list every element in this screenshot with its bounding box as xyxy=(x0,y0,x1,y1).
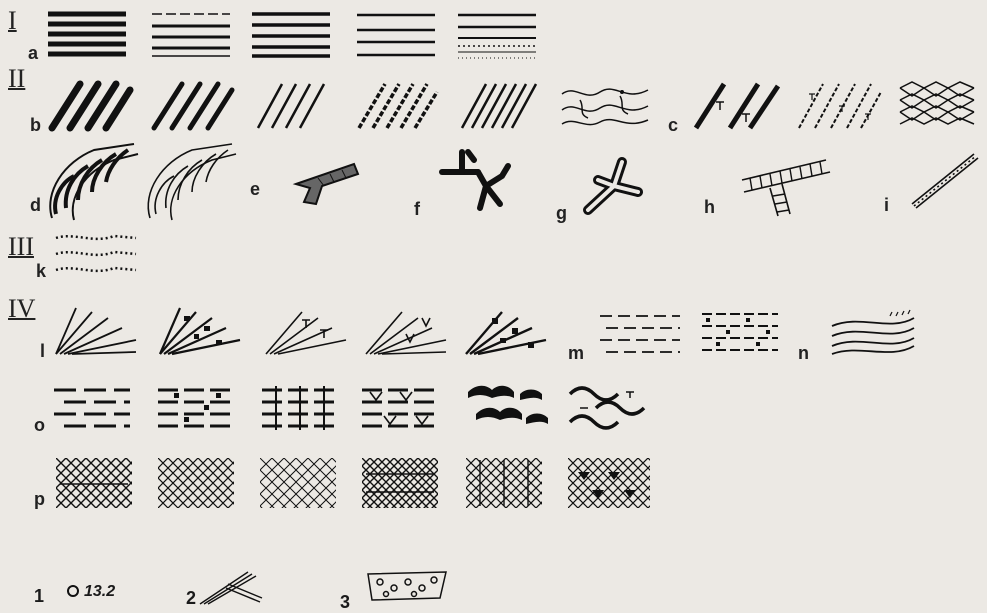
symbol-o-6 xyxy=(566,384,650,436)
label-n: n xyxy=(798,344,809,362)
symbol-h xyxy=(740,158,832,218)
symbol-p-6 xyxy=(568,458,652,510)
footnote-3-number: 3 xyxy=(340,592,350,613)
symbol-e xyxy=(290,158,362,208)
label-a: a xyxy=(28,44,38,62)
symbol-m-1 xyxy=(598,312,682,356)
symbol-a-5 xyxy=(458,10,538,60)
section-II-numeral: II xyxy=(8,66,25,92)
symbol-p-1 xyxy=(56,458,134,510)
label-h: h xyxy=(704,198,715,216)
footnote-3-symbol xyxy=(366,570,448,602)
symbol-o-4 xyxy=(360,384,440,434)
section-I-numeral: I xyxy=(8,8,17,34)
label-l: l xyxy=(40,342,45,360)
symbol-c-1 xyxy=(690,80,782,132)
symbol-c-2 xyxy=(795,80,883,132)
label-o: o xyxy=(34,416,45,434)
symbol-p-3 xyxy=(260,458,338,510)
symbol-l-2 xyxy=(156,304,244,358)
section-IV-numeral: IV xyxy=(8,296,35,322)
symbol-n xyxy=(830,312,916,356)
symbol-b-1 xyxy=(48,80,132,132)
label-p: p xyxy=(34,490,45,508)
symbol-d-1 xyxy=(44,142,140,222)
footnote-2-number: 2 xyxy=(186,588,196,609)
symbol-b-2 xyxy=(150,80,234,132)
symbol-o-1 xyxy=(52,384,132,434)
symbol-b-4 xyxy=(355,80,439,132)
symbol-o-3 xyxy=(260,384,340,434)
symbol-g xyxy=(578,156,650,218)
symbol-a-2 xyxy=(152,10,232,58)
footnote-2-symbol xyxy=(198,566,264,606)
symbol-m-2 xyxy=(700,310,780,358)
symbol-l-3 xyxy=(262,304,350,358)
section-III-numeral: III xyxy=(8,234,34,260)
symbol-p-4 xyxy=(362,458,440,510)
footnote-1-value: 13.2 xyxy=(84,583,115,601)
symbol-b-3 xyxy=(254,80,330,132)
label-m: m xyxy=(568,344,584,362)
survey-point-icon xyxy=(66,584,80,598)
label-g: g xyxy=(556,204,567,222)
symbol-a-3 xyxy=(252,10,332,58)
symbol-b-6 xyxy=(560,80,650,132)
symbol-p-2 xyxy=(158,458,236,510)
symbol-f xyxy=(438,146,514,216)
symbol-o-2 xyxy=(156,384,236,434)
label-f: f xyxy=(414,200,420,218)
label-c: c xyxy=(668,116,678,134)
symbol-a-4 xyxy=(357,10,437,58)
symbol-l-4 xyxy=(362,304,450,358)
symbol-l-5 xyxy=(462,304,550,358)
symbol-d-2 xyxy=(142,142,238,222)
footnote-1-number: 1 xyxy=(34,586,44,607)
label-e: e xyxy=(250,180,260,198)
symbol-l-1 xyxy=(52,304,140,358)
symbol-i xyxy=(908,150,980,210)
label-b: b xyxy=(30,116,41,134)
symbol-p-5 xyxy=(466,458,544,510)
symbol-o-5 xyxy=(466,384,550,434)
symbol-k xyxy=(54,230,138,278)
label-d: d xyxy=(30,196,41,214)
symbol-b-5 xyxy=(458,80,540,132)
label-i: i xyxy=(884,196,889,214)
symbol-c-3 xyxy=(898,80,976,130)
symbol-a-1 xyxy=(48,10,128,58)
label-k: k xyxy=(36,262,46,280)
